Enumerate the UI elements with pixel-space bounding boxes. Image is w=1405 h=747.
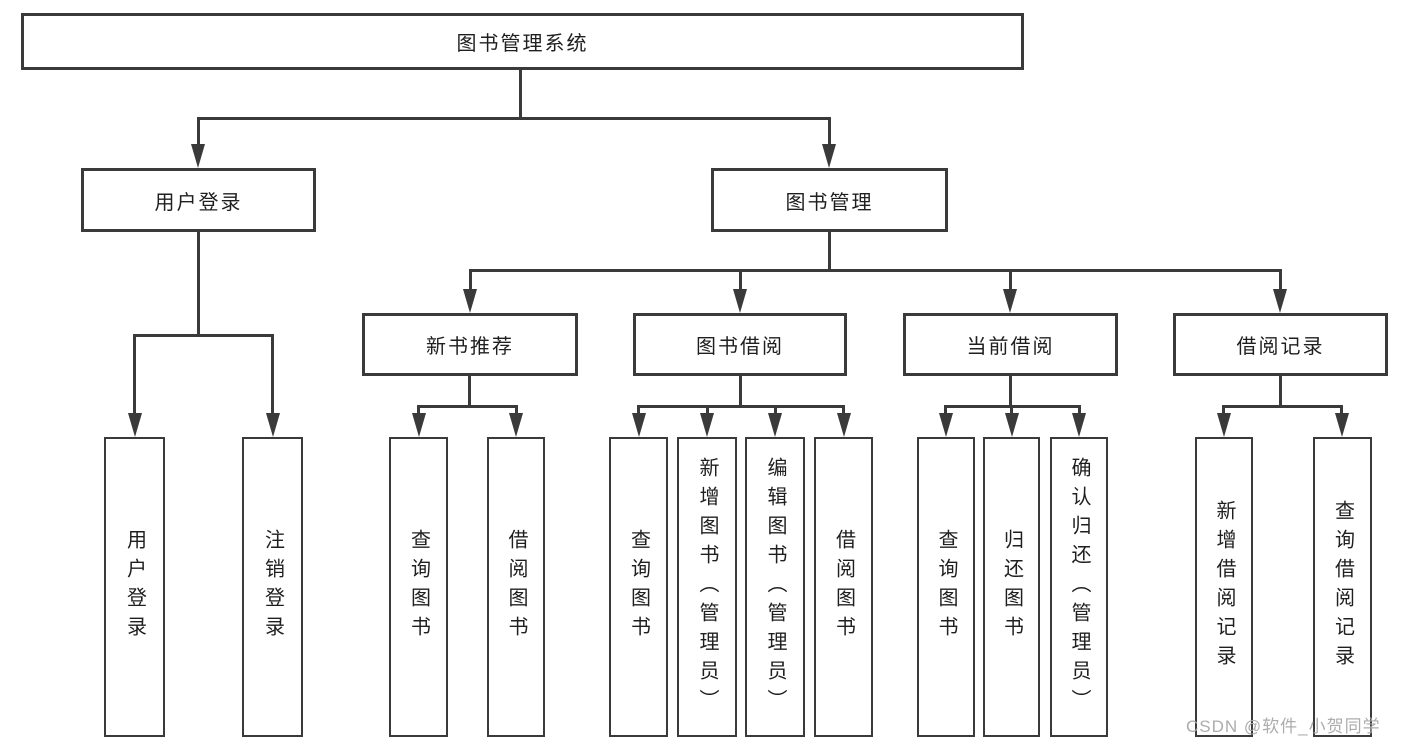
connector-drop xyxy=(637,405,640,415)
connector-borrow-records-stem xyxy=(1279,376,1282,407)
connector-drop xyxy=(515,405,518,415)
arrow-down-icon xyxy=(1335,413,1349,437)
node-label: 新增图书（管理员） xyxy=(696,456,718,718)
arrow-down-icon xyxy=(266,413,280,437)
leaf-logout: 注销登录 xyxy=(242,437,303,737)
arrow-down-icon xyxy=(509,413,523,437)
connector-drop-current-borrow xyxy=(1009,269,1012,291)
connector-drop-book-management xyxy=(828,117,831,146)
arrow-down-icon xyxy=(700,413,714,437)
leaf-borrow-books-recommend: 借阅图书 xyxy=(487,437,545,737)
node-label: 查询图书 xyxy=(627,529,650,645)
node-label: 新增借阅记录 xyxy=(1213,500,1235,674)
node-book-borrow: 图书借阅 xyxy=(633,313,847,376)
arrow-down-icon xyxy=(1005,413,1019,437)
connector-book-mgmt-stem xyxy=(828,232,831,272)
node-label: 图书管理系统 xyxy=(456,33,589,55)
connector-drop xyxy=(706,405,709,415)
node-label: 借阅图书 xyxy=(832,529,855,645)
connector-drop xyxy=(774,405,777,415)
arrow-down-icon xyxy=(128,413,142,437)
connector-root-stem xyxy=(519,68,522,119)
node-label: 借阅记录 xyxy=(1236,336,1325,358)
node-label: 图书管理 xyxy=(785,191,874,214)
connector-drop xyxy=(944,405,947,415)
leaf-query-borrow-record: 查询借阅记录 xyxy=(1313,437,1372,737)
node-label: 图书借阅 xyxy=(696,336,784,358)
leaf-add-borrow-record: 新增借阅记录 xyxy=(1195,437,1253,737)
connector-borrow-records-rail xyxy=(1222,405,1343,408)
node-label: 归还图书 xyxy=(1000,529,1023,645)
node-book-management: 图书管理 xyxy=(711,168,948,232)
node-label: 查询借阅记录 xyxy=(1331,500,1354,674)
connector-drop-user-login xyxy=(197,117,200,146)
arrow-down-icon xyxy=(768,413,782,437)
arrow-down-icon xyxy=(1273,289,1287,313)
node-label: 编辑图书（管理员） xyxy=(764,456,786,718)
arrow-down-icon xyxy=(822,144,836,168)
leaf-user-login: 用户登录 xyxy=(104,437,165,737)
node-label: 新书推荐 xyxy=(426,336,514,358)
connector-book-mgmt-rail xyxy=(469,269,1281,272)
connector-drop-book-borrow xyxy=(739,269,742,291)
connector-drop xyxy=(417,405,420,415)
connector-drop xyxy=(1340,405,1343,415)
connector-drop-new-book xyxy=(469,269,472,291)
leaf-query-books-current: 查询图书 xyxy=(917,437,975,737)
arrow-down-icon xyxy=(837,413,851,437)
connector-book-borrow-stem xyxy=(739,376,742,407)
connector-new-book-rail xyxy=(417,405,518,408)
connector-new-book-stem xyxy=(468,376,471,407)
arrow-down-icon xyxy=(463,289,477,313)
watermark: CSDN @软件_小贺同学 xyxy=(1186,717,1381,736)
arrow-down-icon xyxy=(632,413,646,437)
node-label: 用户登录 xyxy=(123,529,146,645)
node-new-book-recommend: 新书推荐 xyxy=(362,313,578,376)
connector-drop-borrow-records xyxy=(1279,269,1282,291)
arrow-down-icon xyxy=(1217,413,1231,437)
node-borrow-records: 借阅记录 xyxy=(1173,313,1388,376)
leaf-return-books: 归还图书 xyxy=(983,437,1040,737)
arrow-down-icon xyxy=(733,289,747,313)
node-label: 查询图书 xyxy=(935,529,957,645)
node-label: 当前借阅 xyxy=(966,336,1055,358)
arrow-down-icon xyxy=(1072,413,1086,437)
connector-drop xyxy=(1222,405,1225,415)
connector-user-login-rail xyxy=(133,334,274,337)
connector-drop xyxy=(842,405,845,415)
leaf-edit-books-admin: 编辑图书（管理员） xyxy=(745,437,805,737)
connector-user-login-stem xyxy=(197,232,200,337)
connector-drop-logout xyxy=(271,334,274,414)
leaf-add-books-admin: 新增图书（管理员） xyxy=(677,437,737,737)
connector-drop xyxy=(1010,405,1013,415)
arrow-down-icon xyxy=(1003,289,1017,313)
connector-drop xyxy=(1078,405,1081,415)
arrow-down-icon xyxy=(939,413,953,437)
node-label: 查询图书 xyxy=(407,529,430,645)
connector-book-borrow-rail xyxy=(637,405,845,408)
arrow-down-icon xyxy=(191,144,205,168)
leaf-query-books-recommend: 查询图书 xyxy=(389,437,448,737)
leaf-confirm-return-admin: 确认归还（管理员） xyxy=(1050,437,1108,737)
node-library-system-root: 图书管理系统 xyxy=(21,13,1024,70)
connector-current-borrow-stem xyxy=(1009,376,1012,407)
node-current-borrow: 当前借阅 xyxy=(903,313,1118,376)
arrow-down-icon xyxy=(412,413,426,437)
connector-root-rail xyxy=(197,117,831,120)
node-user-login: 用户登录 xyxy=(81,168,316,232)
node-label: 注销登录 xyxy=(261,529,284,645)
leaf-query-books-borrow: 查询图书 xyxy=(609,437,668,737)
node-label: 用户登录 xyxy=(154,191,243,214)
node-label: 确认归还（管理员） xyxy=(1068,456,1090,718)
connector-drop-login xyxy=(133,334,136,414)
node-label: 借阅图书 xyxy=(505,529,527,645)
leaf-borrow-books: 借阅图书 xyxy=(814,437,873,737)
